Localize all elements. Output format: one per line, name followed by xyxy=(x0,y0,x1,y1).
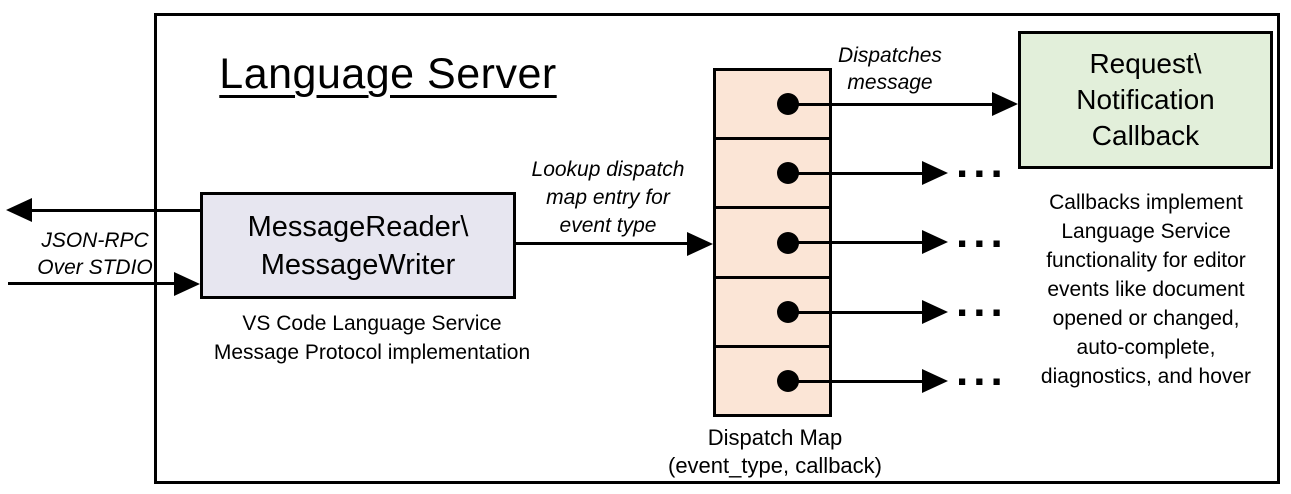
ellipsis-icon: ... xyxy=(956,346,1008,395)
stdio-out-arrowhead-icon xyxy=(6,198,32,222)
callback-caption-line4: events like document xyxy=(1047,278,1245,301)
ellipsis-icon: ... xyxy=(956,138,1008,187)
dispatch-arrow-line-2 xyxy=(787,172,926,175)
dispatch-map-cell xyxy=(716,275,829,345)
reader-caption-line2: Message Protocol implementation xyxy=(213,341,531,364)
lookup-arrowhead-icon xyxy=(687,232,713,256)
reader-caption-line1: VS Code Language Service xyxy=(242,312,502,335)
dispatches-label-line2: message xyxy=(847,71,933,94)
stdio-in-arrow-line xyxy=(8,282,176,285)
stdio-in-arrowhead-icon xyxy=(174,272,200,296)
lookup-arrow-line xyxy=(515,242,691,245)
dispatch-arrow-line-1 xyxy=(787,103,996,106)
stdio-label-line1: JSON-RPC xyxy=(41,229,149,252)
dispatch-arrow-line-5 xyxy=(787,380,926,383)
callback-box-line2: Notification xyxy=(1076,84,1215,115)
callback-caption: Callbacks implement Language Service fun… xyxy=(1016,188,1276,391)
reader-caption: VS Code Language Service Message Protoco… xyxy=(170,309,574,367)
dispatches-label: Dispatches message xyxy=(810,42,970,96)
dispatch-map-caption-line2: (event_type, callback) xyxy=(668,453,882,478)
callback-caption-line5: opened or changed, xyxy=(1052,307,1240,330)
dispatch-arrow-line-3 xyxy=(787,241,926,244)
callback-caption-line6: auto-complete, xyxy=(1076,336,1216,359)
dispatch-arrowhead-icon-2 xyxy=(922,161,948,185)
reader-box-line2: MessageWriter xyxy=(260,248,456,281)
stdio-label-line2: Over STDIO xyxy=(37,256,153,279)
dispatch-arrowhead-icon-1 xyxy=(992,92,1018,116)
dispatch-map-cell xyxy=(716,137,829,207)
request-notification-callback-box: Request\ Notification Callback xyxy=(1018,31,1273,169)
language-server-outer-box xyxy=(154,13,1280,484)
callback-caption-line3: functionality for editor xyxy=(1046,249,1246,272)
dispatch-arrowhead-icon-5 xyxy=(922,369,948,393)
dispatch-map-cell xyxy=(716,344,829,415)
callback-box-line1: Request\ xyxy=(1089,48,1202,79)
callback-box-line3: Callback xyxy=(1091,120,1200,151)
dispatch-arrowhead-icon-3 xyxy=(922,230,948,254)
ellipsis-icon: ... xyxy=(956,208,1008,257)
reader-box-line1: MessageReader\ xyxy=(247,210,469,243)
callback-caption-line2: Language Service xyxy=(1061,220,1231,243)
page-title: Language Server xyxy=(219,50,557,98)
stdio-out-arrow-line xyxy=(30,209,200,212)
lookup-label-line2: map entry for xyxy=(546,186,670,209)
dispatch-map-column xyxy=(713,68,832,417)
lookup-label: Lookup dispatch map entry for event type xyxy=(512,156,704,240)
stdio-label: JSON-RPC Over STDIO xyxy=(20,227,170,281)
callback-caption-line7: diagnostics, and hover xyxy=(1040,365,1252,388)
dispatches-label-line1: Dispatches xyxy=(838,44,942,67)
dispatch-map-caption-line1: Dispatch Map xyxy=(707,425,843,450)
dispatch-arrow-line-4 xyxy=(787,311,926,314)
ellipsis-icon: ... xyxy=(956,277,1008,326)
message-reader-writer-box: MessageReader\ MessageWriter xyxy=(200,192,516,299)
dispatch-arrowhead-icon-4 xyxy=(922,300,948,324)
lookup-label-line1: Lookup dispatch xyxy=(531,158,685,181)
lookup-label-line3: event type xyxy=(559,214,657,237)
dispatch-map-caption: Dispatch Map (event_type, callback) xyxy=(655,424,895,480)
callback-caption-line1: Callbacks implement xyxy=(1049,191,1243,214)
